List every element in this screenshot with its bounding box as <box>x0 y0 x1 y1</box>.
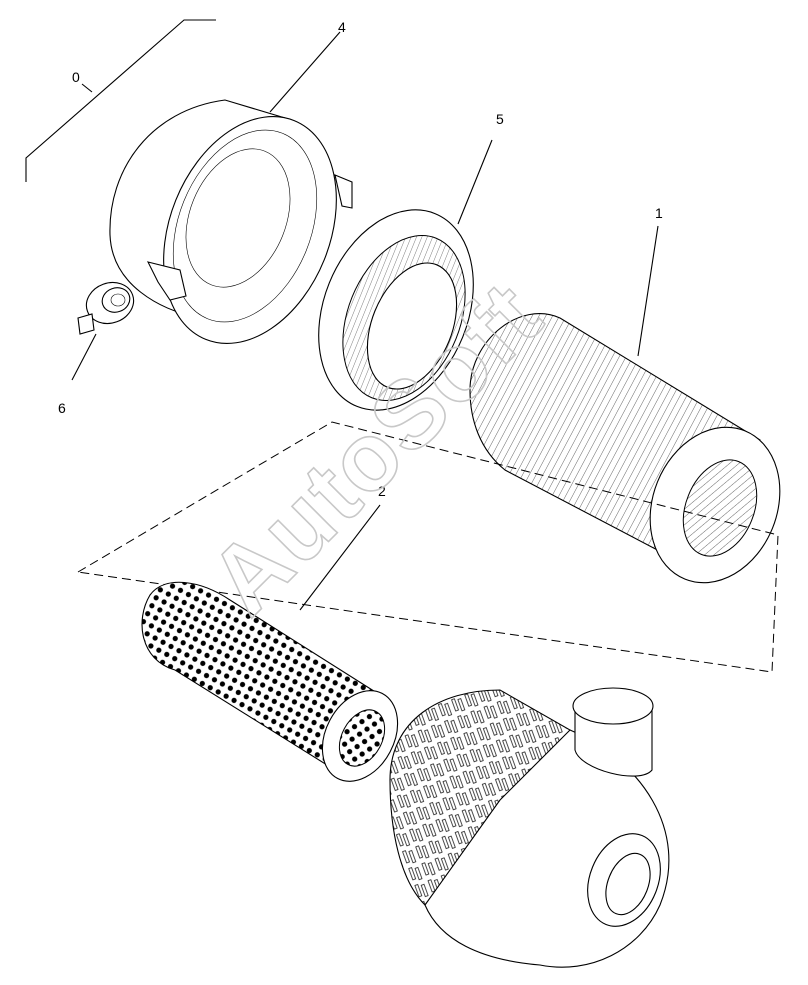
callout-0: 0 <box>72 69 80 85</box>
filter-element-part <box>469 225 781 584</box>
callout-2: 2 <box>378 483 386 499</box>
clamp-nut-part <box>71 281 135 381</box>
cover-part <box>109 31 353 344</box>
assembly-bracket <box>25 19 216 182</box>
callout-4: 4 <box>338 19 346 35</box>
seal-ring-part <box>318 139 493 411</box>
housing-part <box>389 687 670 968</box>
callout-1: 1 <box>655 205 663 221</box>
callout-5: 5 <box>496 111 504 127</box>
safety-element-part <box>141 581 399 782</box>
callout-6: 6 <box>58 400 66 416</box>
alignment-outline <box>76 421 779 673</box>
